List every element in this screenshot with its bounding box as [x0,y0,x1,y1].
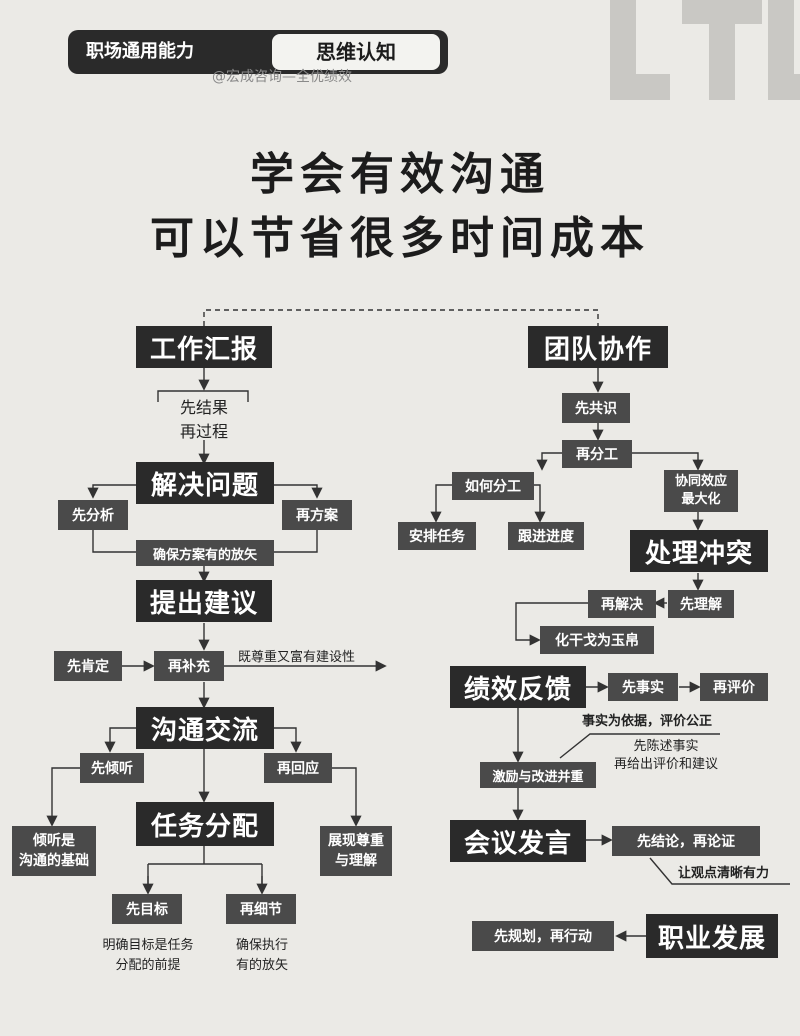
node-divide-then: 再分工 [562,440,632,468]
node-assign-tasks: 安排任务 [398,522,476,550]
node-evaluate-then: 再评价 [700,673,768,701]
node-performance-feedback: 绩效反馈 [450,666,586,708]
node-meeting-speech: 会议发言 [450,820,586,862]
node-goal-first: 先目标 [112,894,182,924]
node-synergy: 协同效应 最大化 [664,470,738,512]
title-line-1: 学会有效沟通 [250,149,550,200]
node-career-development: 职业发展 [646,914,778,958]
node-turn-peace: 化干戈为玉帛 [540,626,654,654]
node-supplement-then: 再补充 [154,651,224,681]
node-detail-then: 再细节 [226,894,296,924]
node-consensus-first: 先共识 [562,393,630,423]
node-respond-then: 再回应 [264,753,332,783]
node-ensure-plan: 确保方案有的放矢 [136,540,274,566]
node-handle-conflict: 处理冲突 [630,530,768,572]
note-goal-premise: 明确目标是任务 分配的前提 [102,938,194,973]
watermark: @宏成咨询—全优绩效 [212,69,352,85]
node-how-divide: 如何分工 [452,472,534,500]
node-affirm-first: 先肯定 [54,651,122,681]
topic-label: 思维认知 [272,34,440,70]
note-execution: 确保执行 有的放矢 [235,938,288,973]
node-work-report: 工作汇报 [136,326,272,368]
node-task-assignment: 任务分配 [136,802,274,846]
node-resolve-then: 再解决 [588,590,656,618]
node-solve-problem: 解决问题 [136,462,274,504]
note-respect-constructive: 既尊重又富有建设性 [238,650,356,665]
note-facts-basis: 事实为依据，评价公正 [582,714,713,729]
node-communicate: 沟通交流 [136,707,274,749]
node-facts-first: 先事实 [608,673,678,701]
note-clear-view: 让观点清晰有力 [678,866,770,881]
node-team-collaboration: 团队协作 [528,326,668,368]
node-listen-basis: 倾听是 沟通的基础 [12,826,96,876]
node-conclusion-first: 先结论，再论证 [612,826,760,856]
brand-logo [610,0,800,100]
category-label: 职场通用能力 [86,41,194,62]
node-make-suggestion: 提出建议 [136,580,272,622]
node-plan-then-act: 先规划，再行动 [472,921,614,951]
node-motivate-improve: 激励与改进并重 [480,762,596,788]
node-follow-progress: 跟进进度 [508,522,584,550]
title-line-2: 可以节省很多时间成本 [150,213,650,264]
node-respect-understand: 展现尊重 与理解 [320,826,392,876]
node-analyze-first: 先分析 [58,500,128,530]
node-understand-first: 先理解 [668,590,734,618]
node-plan-then: 再方案 [282,500,352,530]
note-facts-then-evaluate: 先陈述事实 再给出评价和建议 [613,739,718,772]
note-result-first: 先结果 再过程 [179,398,228,441]
node-listen-first: 先倾听 [80,753,144,783]
